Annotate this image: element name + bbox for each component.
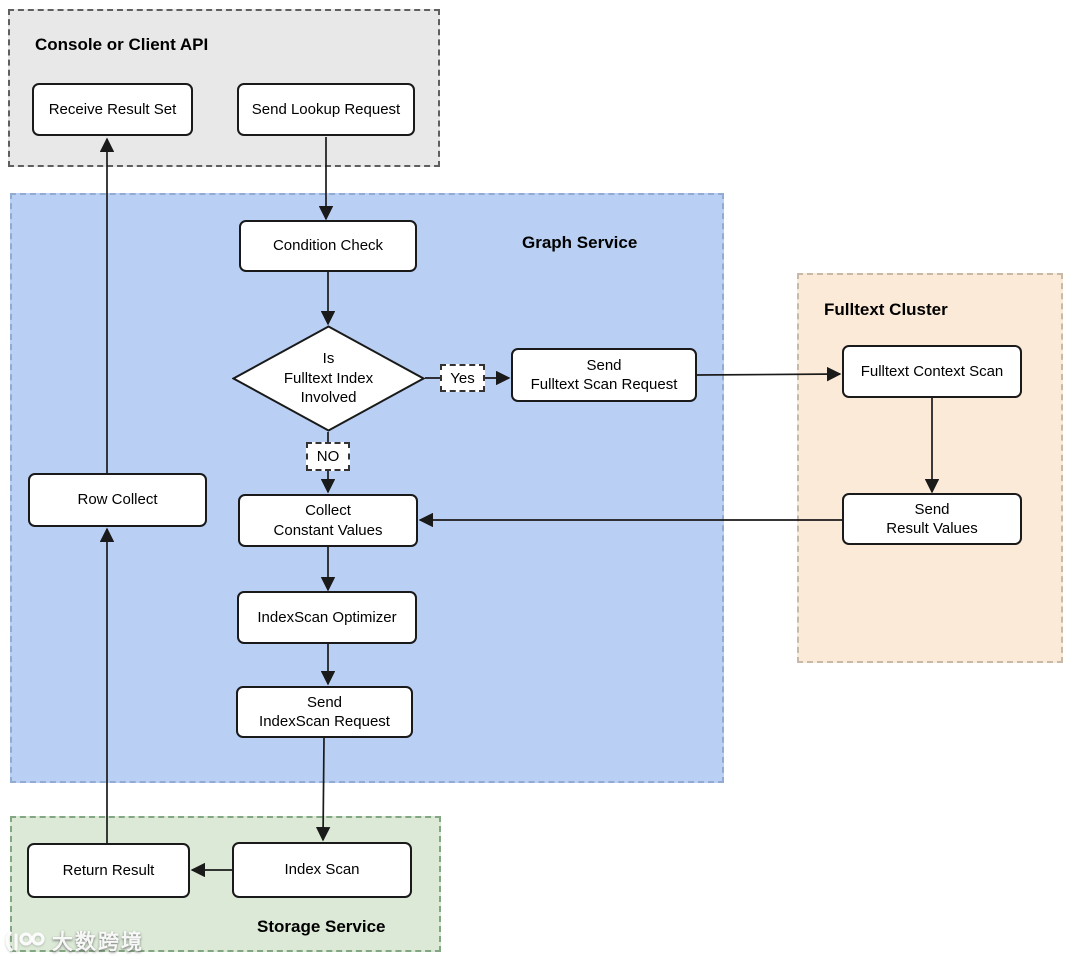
node-return-result: Return Result bbox=[27, 843, 190, 898]
node-row-collect: Row Collect bbox=[28, 473, 207, 527]
fulltext-cluster-title: Fulltext Cluster bbox=[824, 300, 948, 319]
edge-label-yes: Yes bbox=[440, 364, 485, 392]
node-send-lookup-request: Send Lookup Request bbox=[237, 83, 415, 136]
diamond-label: Is Fulltext Index Involved bbox=[283, 350, 374, 407]
storage-service-title: Storage Service bbox=[257, 917, 386, 936]
node-receive-result-set: Receive Result Set bbox=[32, 83, 193, 136]
node-send-indexscan-request: Send IndexScan Request bbox=[236, 686, 413, 738]
fulltext-cluster-container: Fulltext Cluster bbox=[797, 273, 1063, 663]
node-send-fulltext-scan-request: Send Fulltext Scan Request bbox=[511, 348, 697, 402]
node-indexscan-optimizer: IndexScan Optimizer bbox=[237, 591, 417, 644]
node-condition-check: Condition Check bbox=[239, 220, 417, 272]
diamond-shape bbox=[232, 325, 425, 432]
watermark: 大数跨境 bbox=[4, 926, 144, 956]
watermark-text: 大数跨境 bbox=[52, 931, 144, 954]
node-is-fulltext-index-involved: Is Fulltext Index Involved bbox=[232, 325, 425, 432]
watermark-logo-icon bbox=[5, 931, 45, 952]
graph-service-title: Graph Service bbox=[522, 233, 638, 252]
node-index-scan: Index Scan bbox=[232, 842, 412, 898]
console-client-api-title: Console or Client API bbox=[35, 35, 209, 54]
node-send-result-values: Send Result Values bbox=[842, 493, 1022, 545]
edge-label-no: NO bbox=[306, 442, 350, 471]
edge-send-fulltext-scan-to-fulltext-context-scan bbox=[696, 366, 842, 382]
edge-send-indexscan-request-to-index-scan bbox=[315, 737, 331, 842]
node-fulltext-context-scan: Fulltext Context Scan bbox=[842, 345, 1022, 398]
node-collect-constant-values: Collect Constant Values bbox=[238, 494, 418, 547]
